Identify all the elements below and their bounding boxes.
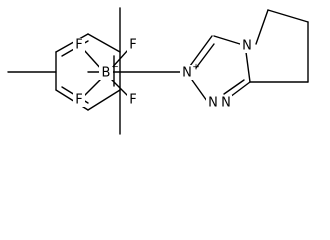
boron-atom: B bbox=[102, 66, 111, 81]
triazole-bond-n2-n1 bbox=[191, 79, 208, 102]
pyrrolidine-ring bbox=[249, 9, 309, 83]
triazole-double-c3a-n3 bbox=[223, 79, 245, 95]
chemical-structure-diagram: B − F F F F N + N N N bbox=[7, 7, 309, 135]
boron-charge: − bbox=[111, 63, 119, 73]
fluorine-atom-4: F bbox=[129, 93, 136, 108]
nitrogen-ring-atom-2: N bbox=[221, 96, 231, 111]
fluorine-atom-3: F bbox=[75, 93, 82, 108]
nitrogen-ring-atom: N bbox=[208, 96, 218, 111]
fluorine-atom-1: F bbox=[75, 38, 82, 53]
triazole-bond-n4-c3a bbox=[245, 51, 251, 83]
b-f-bond-3 bbox=[83, 77, 103, 97]
pyrrolidine-bond-1 bbox=[255, 9, 269, 45]
b-f-bond-4 bbox=[109, 77, 129, 97]
fluorine-atom-2: F bbox=[129, 38, 136, 53]
triazole-bond-n1-c5 bbox=[189, 35, 213, 67]
ring-bond-top bbox=[87, 33, 121, 53]
triazole-bond-c5-n4 bbox=[213, 35, 241, 45]
nitrogen-bridge-atom: N bbox=[242, 39, 252, 54]
pyrrolidine-bond-2 bbox=[267, 9, 309, 23]
atom-labels: B − F F F F N + N N N bbox=[73, 38, 254, 111]
ring-bond-bottom-right bbox=[87, 89, 121, 111]
triazole-double-n1-c5 bbox=[195, 43, 215, 69]
nitrogen-cation-atom: N bbox=[182, 66, 192, 81]
nitrogen-charge: + bbox=[192, 63, 200, 73]
ring-bond-top-left bbox=[55, 33, 89, 53]
